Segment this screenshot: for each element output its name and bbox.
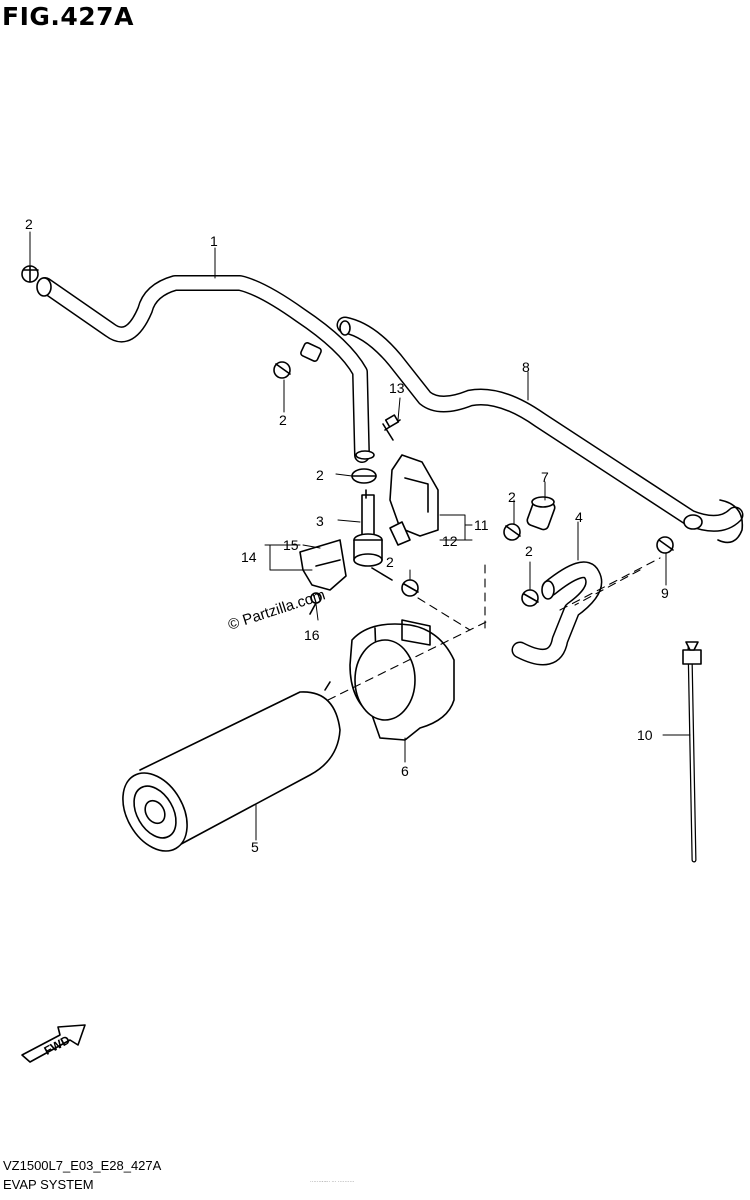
hose-8 [336,316,744,544]
leader-lines [29,231,691,841]
bracket-11 [389,454,439,537]
callout-1: 1 [210,233,218,249]
clamp-9 [656,536,674,554]
joint-tube [300,342,322,362]
bolt-13 [382,414,401,441]
assembly-lines [327,557,661,701]
callout-3: 3 [316,513,324,529]
bracket-14 [299,539,347,591]
tube-7 [526,496,556,531]
hose-1 [36,275,375,463]
callout-2: 2 [386,554,394,570]
callout-6: 6 [401,763,409,779]
clamp-2e [503,523,521,541]
canister-5 [122,681,341,852]
callout-2: 2 [25,216,33,232]
clip-12 [389,521,411,546]
callout-2: 2 [508,489,516,505]
hose-4 [511,561,603,666]
callout-8: 8 [522,359,530,375]
cable-tie-10 [682,641,702,863]
callout-4: 4 [575,509,583,525]
clamp-2a [21,265,39,283]
clamp-2d [401,579,419,597]
callout-9: 9 [661,585,669,601]
callout-12: 12 [442,533,458,549]
tiny-footnote: ·······-·-·· ··· ·········· [310,1179,355,1185]
figure-title: FIG.427A [2,2,134,31]
callout-15: 15 [283,537,299,553]
callout-2: 2 [316,467,324,483]
model-code: VZ1500L7_E03_E28_427A [3,1158,162,1173]
callout-2: 2 [279,412,287,428]
callout-10: 10 [637,727,653,743]
callout-14: 14 [241,549,257,565]
callout-7: 7 [541,469,549,485]
clamp-2f [521,589,539,607]
figure-caption: EVAP SYSTEM [3,1177,94,1192]
callout-2: 2 [525,543,533,559]
callout-16: 16 [304,627,320,643]
holder-6 [349,619,455,741]
callout-13: 13 [389,380,405,396]
callout-11: 11 [474,517,489,533]
valve-3 [353,489,393,581]
clamp-2b [273,361,291,379]
screw-16 [309,592,322,615]
callout-5: 5 [251,839,259,855]
fwd-arrow [21,1024,86,1063]
clamp-2c [351,468,377,484]
